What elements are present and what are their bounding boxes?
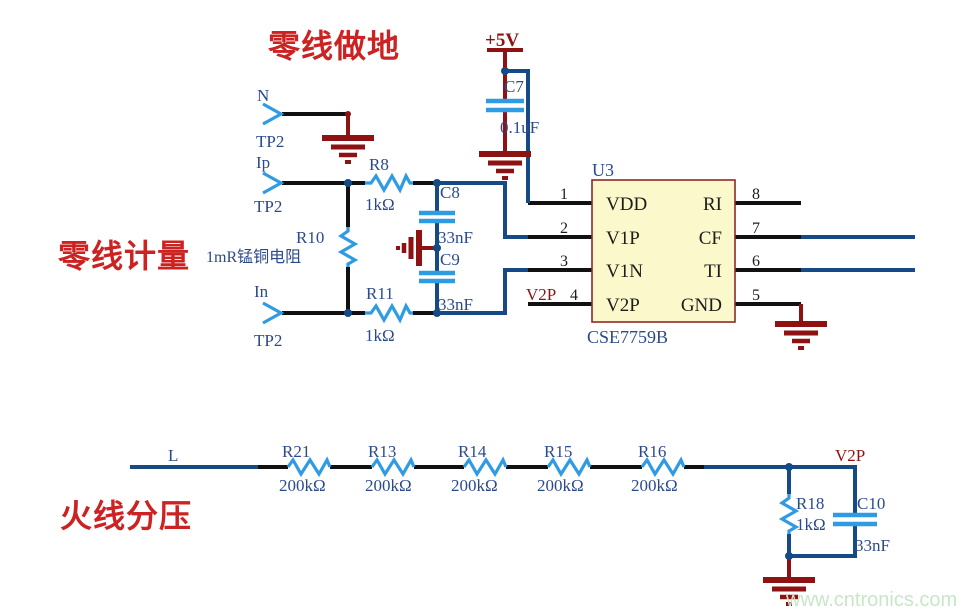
ground-symbol-gnd-pin [775,304,827,350]
pin-name-v2p: V2P [606,295,640,316]
chip-part-number: CSE7759B [587,327,668,347]
resistor-r15-symbol [546,456,592,478]
resistor-r14-symbol [462,456,508,478]
resistor-r21-symbol [286,456,332,478]
c9-ref: C9 [440,250,460,269]
connector-in-icon [262,301,285,325]
net-label-v2p-pin: V2P [526,285,556,304]
c8-ref: C8 [440,183,460,202]
annotation-neutral-ground: 零线做地 [268,28,400,64]
r16-value: 200kΩ [631,476,678,495]
connector-in-name: In [254,282,269,301]
black-wires [258,112,801,469]
pin-number-7: 7 [752,220,760,237]
connector-ip-designator: TP2 [254,197,282,216]
resistor-r16-symbol [640,456,686,478]
ground-symbol-filter-mid [396,230,437,266]
c7-value: 0.1uF [500,118,539,137]
connector-n-name: N [257,86,269,105]
resistor-r13-symbol [370,456,416,478]
pin-number-5: 5 [752,287,760,304]
pin-name-ri: RI [703,194,722,215]
capacitor-c7-symbol [486,98,524,113]
pin-name-gnd: GND [681,295,722,316]
chip-pin-names: VDD V1P V1N V2P RI CF TI GND [606,194,722,316]
chip-ref: U3 [592,160,614,180]
chip-body [591,179,736,323]
c7-ref: C7 [504,77,524,96]
r14-ref: R14 [458,442,487,461]
resistor-r8-symbol [365,172,413,194]
resistor-r18-symbol [778,494,800,534]
connector-ip-name: Ip [256,153,270,172]
r21-ref: R21 [282,442,310,461]
c9-value: 33nF [438,295,473,314]
r13-ref: R13 [368,442,396,461]
pin-number-1: 1 [560,186,568,203]
c8-value: 33nF [438,228,473,247]
pin-number-8: 8 [752,186,760,203]
ground-symbol-n [322,114,374,164]
r16-ref: R16 [638,442,666,461]
resistor-r10-symbol [337,227,359,267]
r8-value: 1kΩ [365,195,395,214]
capacitor-c8-symbol [419,210,455,224]
pin-name-vdd: VDD [606,194,647,215]
connector-n-designator: TP2 [256,132,284,151]
net-label-l: L [168,446,178,465]
pin-number-2: 2 [560,220,568,237]
connector-in-designator: TP2 [254,331,282,350]
r18-value: 1kΩ [796,515,826,534]
net-label-v2p-divider: V2P [835,446,865,465]
pin-name-cf: CF [699,228,722,249]
pin-name-v1n: V1N [606,261,643,282]
pin-number-3: 3 [560,253,568,270]
navy-wires [130,69,915,558]
r11-value: 1kΩ [365,326,395,345]
annotation-live-divider: 火线分压 [60,498,192,534]
connector-n-icon [262,102,285,126]
r10-ref: R10 [296,228,324,247]
watermark: www.cntronics.com [785,589,957,611]
pin-name-ti: TI [704,261,722,282]
r13-value: 200kΩ [365,476,412,495]
r15-ref: R15 [544,442,572,461]
capacitor-c9-symbol [419,270,455,284]
annotation-neutral-metering: 零线计量 [58,238,190,274]
r11-ref: R11 [366,284,394,303]
r10-value: 1mR锰铜电阻 [206,248,301,266]
r14-value: 200kΩ [451,476,498,495]
pin-number-6: 6 [752,253,760,270]
power-label-5v: +5V [485,30,519,51]
c10-ref: C10 [857,494,885,513]
junction-dots [344,67,793,560]
r15-value: 200kΩ [537,476,584,495]
resistor-r11-symbol [365,302,413,324]
pin-name-v1p: V1P [606,228,640,249]
connector-ip-icon [262,171,285,195]
r21-value: 200kΩ [279,476,326,495]
c10-value: 33nF [855,536,890,555]
power-rail-5v [487,48,523,151]
chip-pin-numbers: 1 2 3 4 8 7 6 5 [560,186,760,304]
ground-symbol-c7 [479,151,531,180]
pin-number-4: 4 [570,287,578,304]
capacitor-c10-symbol [833,512,877,527]
r8-ref: R8 [369,155,389,174]
r18-ref: R18 [796,494,824,513]
